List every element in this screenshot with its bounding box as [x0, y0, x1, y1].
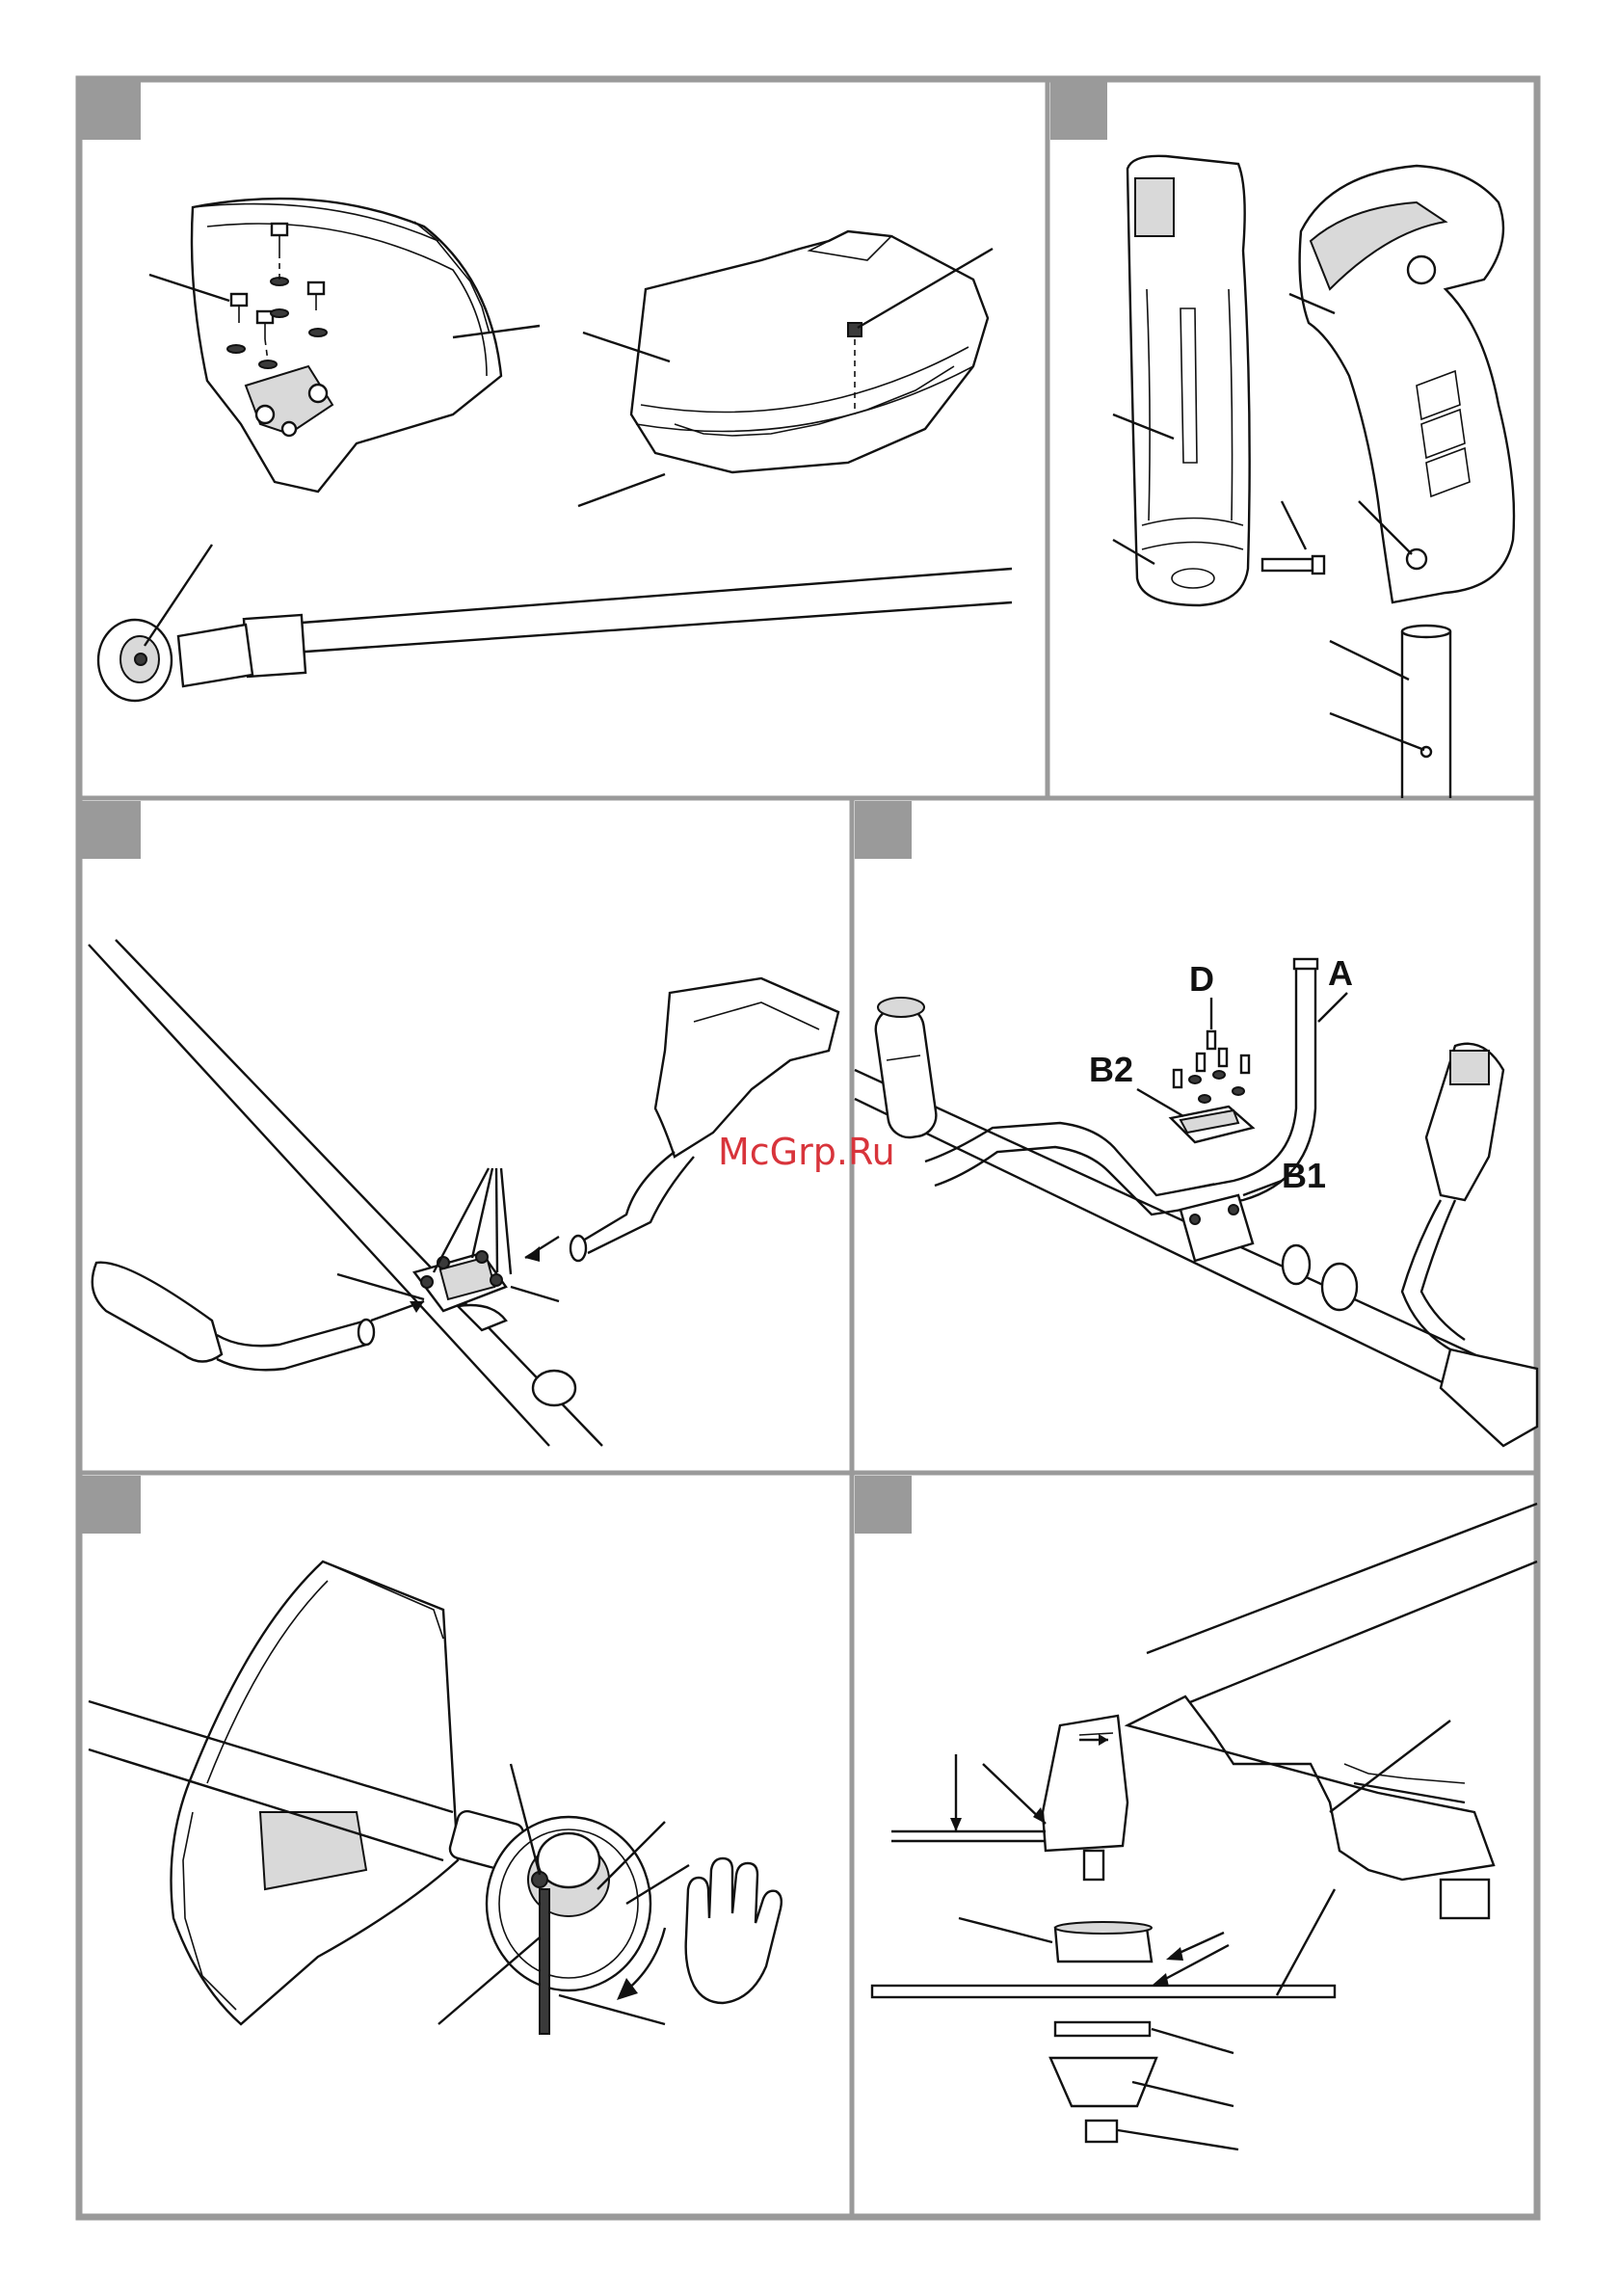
- panel-tab-3: [82, 801, 141, 859]
- label-B2: B2: [1089, 1050, 1133, 1089]
- right-handle: [525, 978, 838, 1262]
- bolt: [1262, 501, 1324, 574]
- clamp: [337, 1168, 575, 1405]
- grip-side-view: [1289, 166, 1514, 602]
- clamp-B2: [1137, 998, 1253, 1142]
- grip-front-view: [1113, 156, 1250, 605]
- clamp-B1: [1180, 1181, 1357, 1310]
- tube-end: [1330, 626, 1450, 798]
- upper-flange: [959, 1918, 1152, 1962]
- left-handle: [93, 1263, 424, 1371]
- panel-handle-grip: [1113, 156, 1514, 798]
- right-grip-throttle: [1402, 1044, 1537, 1446]
- panel-bike-handle-assembly: D A B2 B1: [718, 953, 1537, 1446]
- lower-flange: [1055, 2022, 1233, 2053]
- label-D: D: [1189, 959, 1214, 999]
- main-tube: [89, 940, 602, 1446]
- shaft-gear-head: [98, 545, 1012, 701]
- shaft-upper: [1147, 1504, 1537, 1706]
- guard-outside-view: [578, 231, 993, 506]
- panel-blade-mounting: [872, 1504, 1537, 2149]
- hand-stop-icon: [686, 1858, 782, 2003]
- gear-head: [438, 1764, 689, 2034]
- label-A: A: [1328, 953, 1353, 993]
- gearbox: [950, 1696, 1494, 1918]
- panel-handle-bar-insert: [89, 940, 838, 1446]
- panel-tab-2: [1050, 82, 1107, 140]
- panel-tab-5: [82, 1476, 141, 1534]
- nut: [1086, 2121, 1238, 2149]
- guard-large: [172, 1562, 459, 2024]
- grip-left: [873, 998, 939, 1140]
- watermark: McGrp.Ru: [718, 1131, 895, 1173]
- direction-arrow-icon: [1152, 1933, 1229, 1987]
- guard-inside-view: [149, 199, 540, 492]
- cup: [1050, 2058, 1233, 2106]
- panel-tab-6: [855, 1476, 912, 1534]
- panel-tab-1: [82, 82, 141, 140]
- panel-spool-tightening: [89, 1562, 782, 2034]
- panel-tab-4: [855, 801, 912, 859]
- blade-plane: [891, 1831, 1046, 1841]
- panel-guard-mounting: [98, 199, 1012, 701]
